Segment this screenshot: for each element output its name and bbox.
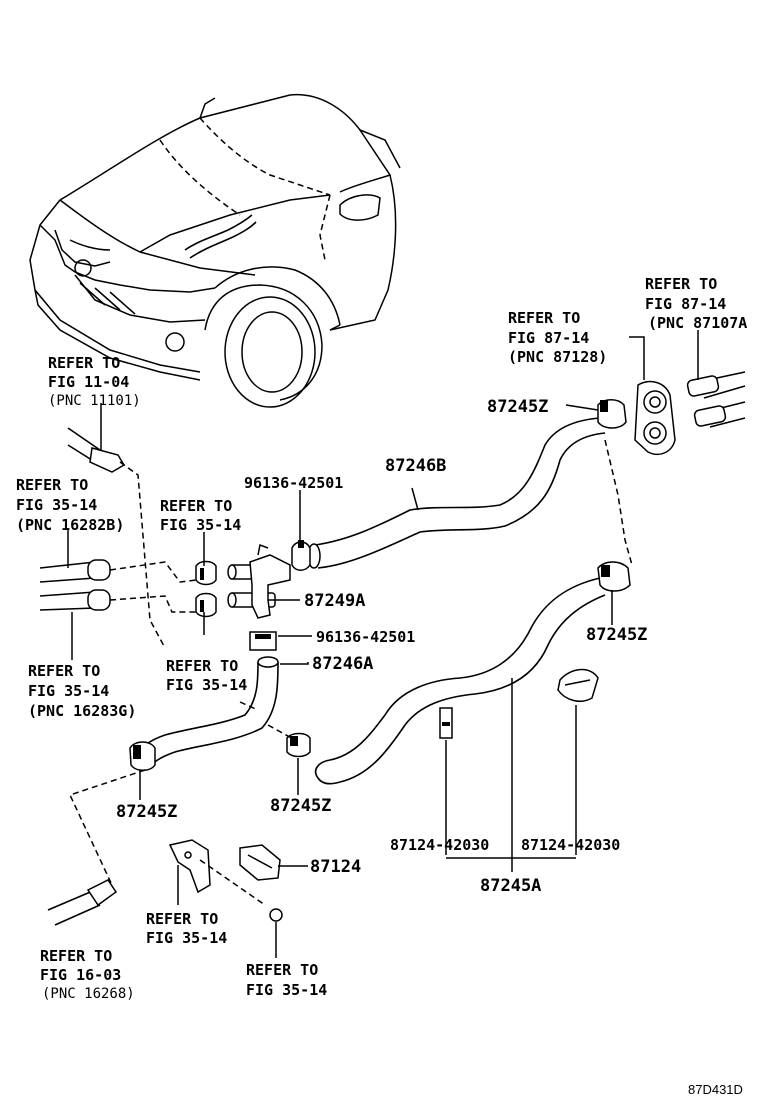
ref-label-87128: REFER TO FIG 87-14 (PNC 87128) xyxy=(508,309,607,366)
ref-7-line3: (PNC 87107A xyxy=(648,314,747,332)
part-87245Z-right: 87245Z xyxy=(586,625,647,645)
leader-lines xyxy=(67,330,699,958)
part-87124-42030-b: 87124-42030 xyxy=(521,836,620,854)
ref-1-line1: REFER TO xyxy=(48,354,120,372)
ref-label-16283G: REFER TO FIG 35-14 (PNC 16283G) xyxy=(28,662,136,720)
figure-id: 87D431D xyxy=(688,1082,743,1097)
ref-7-line2: FIG 87-14 xyxy=(645,295,726,313)
ref-label-fig35-top: REFER TO FIG 35-14 xyxy=(160,497,241,534)
part-87249A: 87249A xyxy=(304,591,365,611)
ref-4-line2: FIG 35-14 xyxy=(28,682,109,700)
ref-8-line2: FIG 16-03 xyxy=(40,966,121,984)
joint-87249A xyxy=(227,543,291,619)
ref-7-line1: REFER TO xyxy=(645,275,717,293)
part-87245A: 87245A xyxy=(480,876,541,896)
ref-2-line1: REFER TO xyxy=(16,476,88,494)
ref-5-line2: FIG 35-14 xyxy=(166,676,247,694)
ref-9-line2: FIG 35-14 xyxy=(146,929,227,947)
hose-87246B xyxy=(307,417,606,569)
ref-label-fig35-bolt: REFER TO FIG 35-14 xyxy=(246,961,327,999)
clamps xyxy=(129,399,631,922)
engine-pipes-left xyxy=(39,427,126,926)
part-87246A: 87246A xyxy=(312,654,373,674)
part-87246B: 87246B xyxy=(385,456,446,476)
ref-1-line2: FIG 11-04 xyxy=(48,373,129,391)
ref-3-line1: REFER TO xyxy=(160,497,232,515)
part-87124-42030-a: 87124-42030 xyxy=(390,836,489,854)
part-87245Z-top: 87245Z xyxy=(487,397,548,417)
ref-5-line1: REFER TO xyxy=(166,657,238,675)
ref-label-16268: REFER TO FIG 16-03 (PNC 16268) xyxy=(40,947,135,1002)
ref-label-fig35-mid: REFER TO FIG 35-14 xyxy=(166,657,247,694)
ref-6-line2: FIG 87-14 xyxy=(508,329,589,347)
ref-10-line2: FIG 35-14 xyxy=(246,981,327,999)
ref-label-87107A: REFER TO FIG 87-14 (PNC 87107A xyxy=(645,275,747,332)
part-96136-42501-top: 96136-42501 xyxy=(244,474,343,492)
part-87124: 87124 xyxy=(310,857,361,877)
ref-9-line1: REFER TO xyxy=(146,910,218,928)
part-96136-42501-mid: 96136-42501 xyxy=(316,628,415,646)
ref-1-line3: (PNC 11101) xyxy=(48,393,141,409)
ref-4-line3: (PNC 16283G) xyxy=(28,702,136,720)
ref-4-line1: REFER TO xyxy=(28,662,100,680)
ref-8-line3: (PNC 16268) xyxy=(42,986,135,1002)
ref-8-line1: REFER TO xyxy=(40,947,112,965)
vehicle-illustration xyxy=(29,93,401,408)
ref-10-line1: REFER TO xyxy=(246,961,318,979)
dashed-lines xyxy=(68,439,633,906)
grommet-87128 xyxy=(634,380,676,456)
ref-label-11101: REFER TO FIG 11-04 (PNC 11101) xyxy=(48,354,141,409)
ref-3-line2: FIG 35-14 xyxy=(160,516,241,534)
ref-6-line1: REFER TO xyxy=(508,309,580,327)
ref-label-fig35-bracket: REFER TO FIG 35-14 xyxy=(146,910,227,947)
hose-87245A xyxy=(314,577,606,785)
heater-pipes xyxy=(686,371,746,428)
part-87245Z-left: 87245Z xyxy=(116,802,177,822)
ref-2-line2: FIG 35-14 xyxy=(16,496,97,514)
part-87245Z-mid: 87245Z xyxy=(270,796,331,816)
ref-6-line3: (PNC 87128) xyxy=(508,348,607,366)
ref-2-line3: (PNC 16282B) xyxy=(16,516,124,534)
ref-label-16282B: REFER TO FIG 35-14 (PNC 16282B) xyxy=(16,476,124,534)
part-labels: 87246B 96136-42501 87249A 96136-42501 87… xyxy=(116,397,647,896)
